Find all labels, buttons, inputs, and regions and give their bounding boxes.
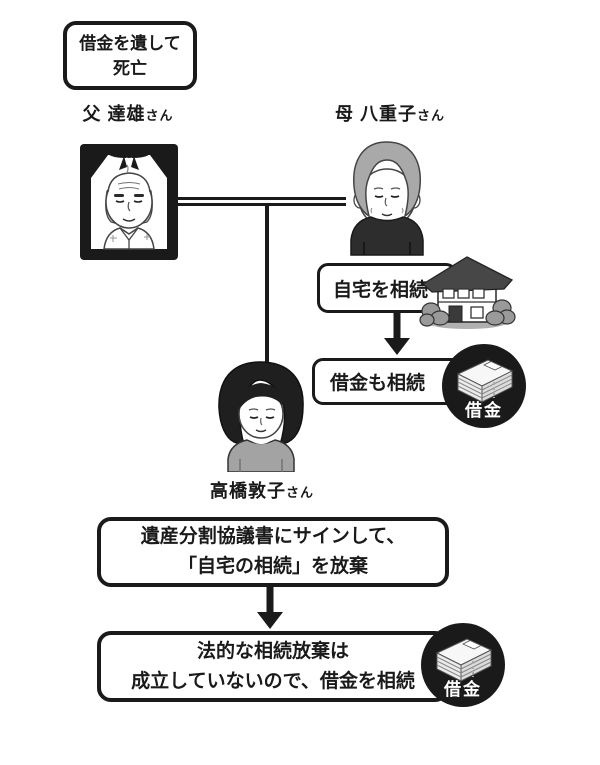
elderly-woman-icon [350, 141, 424, 256]
death-note-box: 借金を遺して 死亡 [63, 21, 197, 90]
legal-result-box: 法的な相続放棄は 成立していないので、借金を相続 [97, 631, 449, 702]
sign-agreement-line2: 「自宅の相続」を放棄 [177, 556, 368, 577]
daughter-name-suffix: さん [285, 485, 314, 500]
debt-badge: 借金 [442, 344, 526, 428]
money-stack-icon [435, 638, 493, 682]
money-stack-icon [456, 359, 514, 403]
father-name: 父 達雄 [82, 104, 146, 124]
sign-agreement-box: 遺産分割協議書にサインして、 「自宅の相続」を放棄 [97, 517, 449, 587]
debt-badge-label: 借金 [465, 401, 503, 420]
house-icon [419, 256, 516, 329]
down-arrow-icon [384, 312, 410, 355]
death-note-line2: 死亡 [113, 58, 147, 78]
debt-badge-label: 借金 [444, 680, 482, 699]
inherit-debt-box: 借金も相続 [312, 358, 468, 405]
death-note-line1: 借金を遺して [79, 33, 181, 53]
mother-name-label: 母 八重子さん [305, 100, 475, 126]
father-name-label: 父 達雄さん [43, 100, 213, 126]
daughter-name-label: 高橋敦子さん [177, 477, 347, 503]
inherit-debt-text: 借金も相続 [330, 373, 426, 394]
marriage-double-line [178, 197, 346, 206]
father-name-suffix: さん [145, 108, 174, 123]
young-woman-icon [218, 361, 304, 472]
debt-badge: 借金 [421, 623, 505, 707]
down-arrow-icon [257, 586, 283, 629]
mother-name: 母 八重子 [334, 104, 417, 124]
legal-result-line2: 成立していないので、借金を相続 [131, 670, 415, 692]
child-descent-line [265, 206, 269, 362]
daughter-name: 高橋敦子 [209, 481, 286, 501]
funeral-portrait-icon [80, 144, 178, 260]
legal-result-line1: 法的な相続放棄は [196, 640, 349, 662]
mother-name-suffix: さん [417, 108, 446, 123]
sign-agreement-line1: 遺産分割協議書にサインして、 [140, 526, 406, 547]
inherit-home-text: 自宅を相続 [333, 279, 429, 301]
